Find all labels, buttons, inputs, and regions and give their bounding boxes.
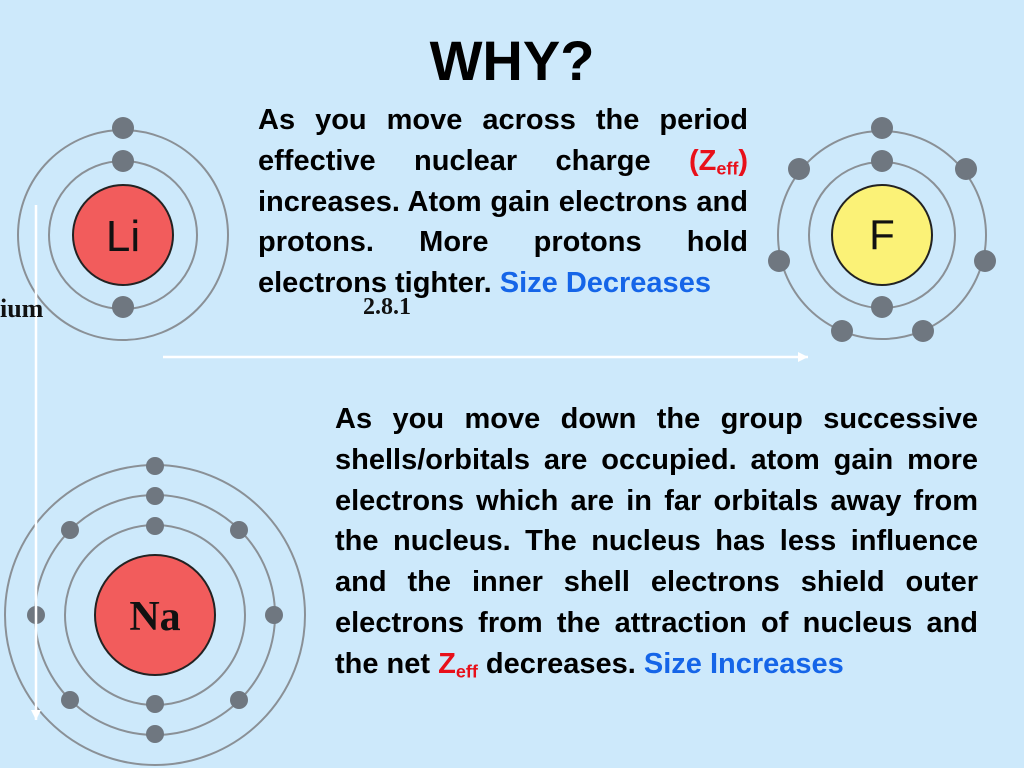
zeff-label: (Zeff) [688,144,748,179]
electron [230,521,248,539]
group-explanation: As you move down the group successive sh… [335,399,978,685]
sodium-atom: Na [4,457,306,766]
electron [146,457,164,475]
electron [230,691,248,709]
fluorine-nucleus [831,184,933,286]
electron [871,296,893,318]
lithium-symbol: Li [106,212,140,261]
name-fragment: ium [0,294,44,323]
electron [146,725,164,743]
electron [112,117,134,139]
electron [112,296,134,318]
electron [974,250,996,272]
lithium-nucleus [72,184,174,286]
electron-configuration: 2.8.1 [363,294,411,320]
lithium-atom: Li [17,117,229,341]
electron [146,517,164,535]
group-text-tail: decreases. [477,647,644,680]
electron [912,320,934,342]
size-increases-text: Size Increases [643,647,844,680]
electron [112,150,134,172]
electron [788,158,810,180]
electron [768,250,790,272]
period-text-lead: As you move across the period effective … [258,104,748,177]
size-decreases-text: Size Decreases [499,267,711,300]
period-explanation: As you move across the period effective … [258,100,748,304]
electron [61,691,79,709]
fluorine-symbol: F [869,211,895,258]
electron [265,606,283,624]
electron [871,117,893,139]
period-text-middle: increases. Atom gain electrons and proto… [258,185,748,300]
electron [955,158,977,180]
fluorine-atom: F [768,117,996,342]
zeff-label: Zeff [438,647,478,682]
slide-title: WHY? [429,29,595,92]
group-text-lead: As you move down the group successive sh… [335,403,978,680]
electron [871,150,893,172]
electron [831,320,853,342]
sodium-nucleus [94,554,216,676]
electron [61,521,79,539]
electron [146,695,164,713]
electron [146,487,164,505]
sodium-symbol: Na [129,594,180,640]
